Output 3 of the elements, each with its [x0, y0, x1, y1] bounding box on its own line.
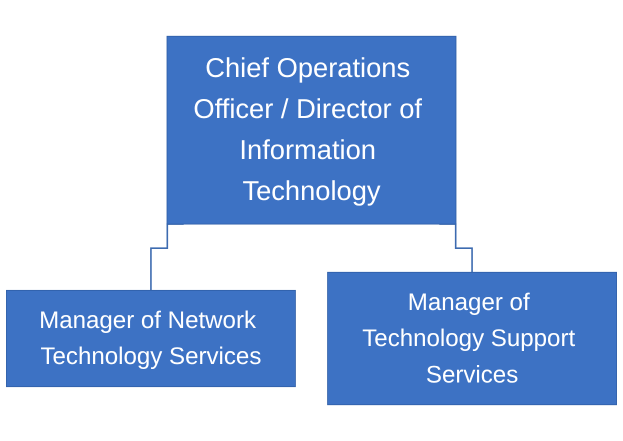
node-box: Manager of Network Technology Services	[6, 290, 296, 388]
node-box: Chief Operations Officer / Director of Information Technology	[166, 36, 456, 225]
node-box: Manager of Technology Support Services	[327, 272, 617, 406]
